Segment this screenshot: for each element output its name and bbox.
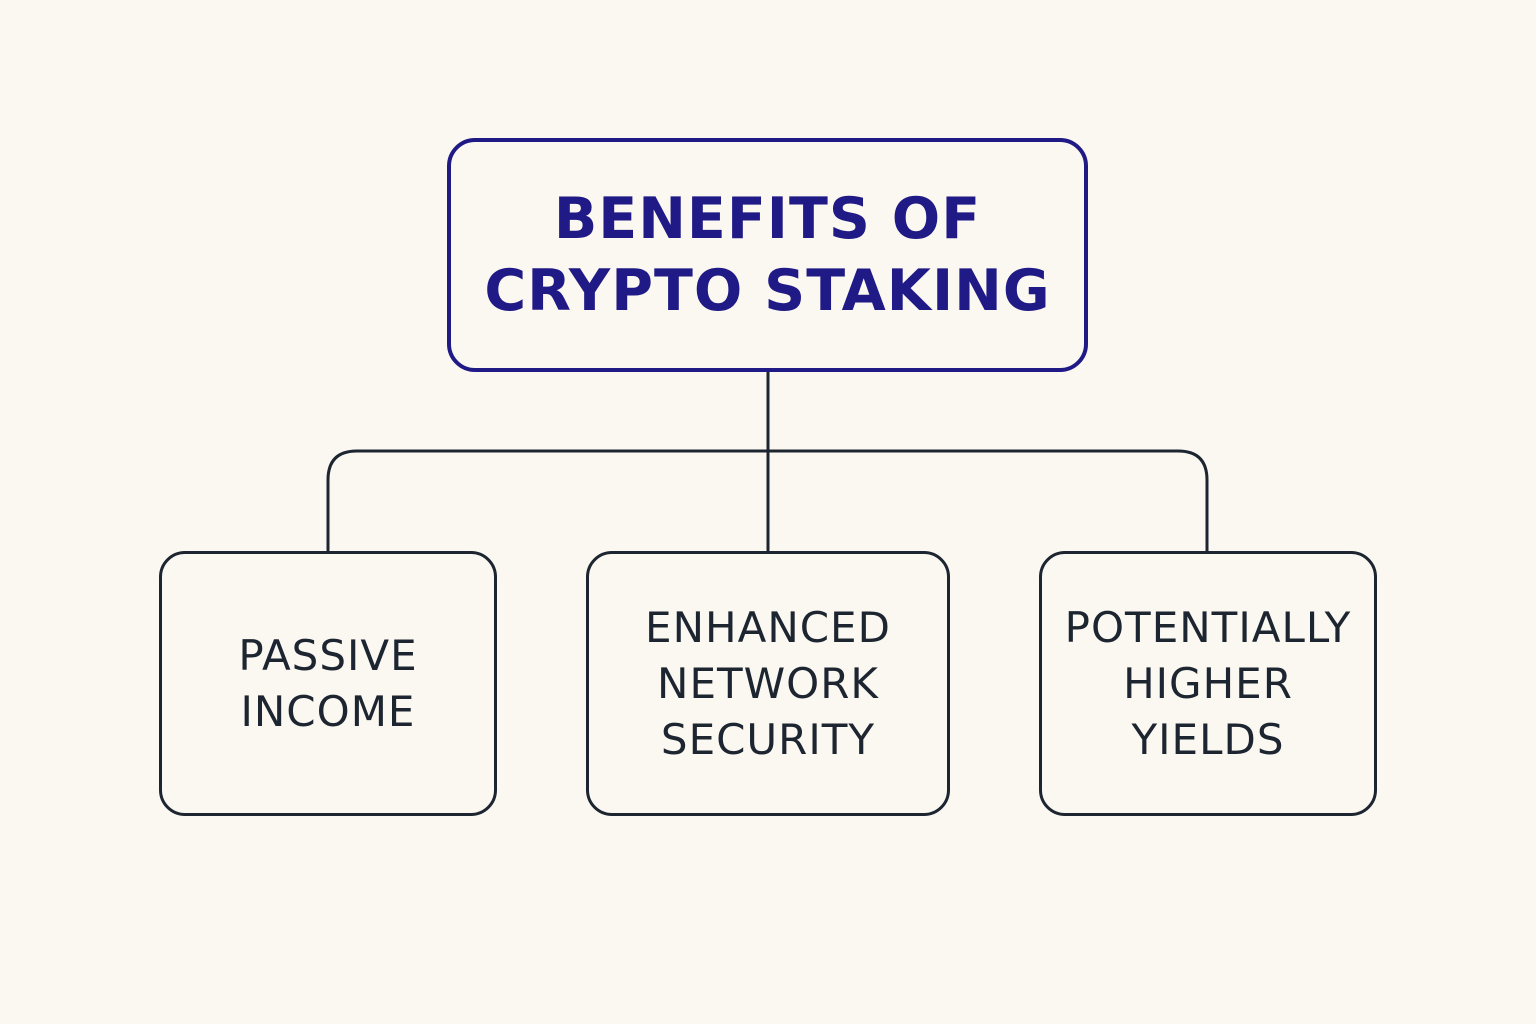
- branch-bar-line: [326, 449, 1209, 551]
- child-label-passive-income: PASSIVE INCOME: [238, 630, 418, 736]
- child-label-network-security: ENHANCED NETWORK SECURITY: [645, 602, 891, 764]
- child-node-higher-yields: POTENTIALLY HIGHER YIELDS: [1039, 551, 1377, 816]
- child-node-network-security: ENHANCED NETWORK SECURITY: [586, 551, 950, 816]
- root-node-benefits: BENEFITS OF CRYPTO STAKING: [447, 138, 1088, 372]
- child-label-higher-yields: POTENTIALLY HIGHER YIELDS: [1064, 602, 1352, 764]
- root-title: BENEFITS OF CRYPTO STAKING: [484, 186, 1051, 324]
- child-node-passive-income: PASSIVE INCOME: [159, 551, 497, 816]
